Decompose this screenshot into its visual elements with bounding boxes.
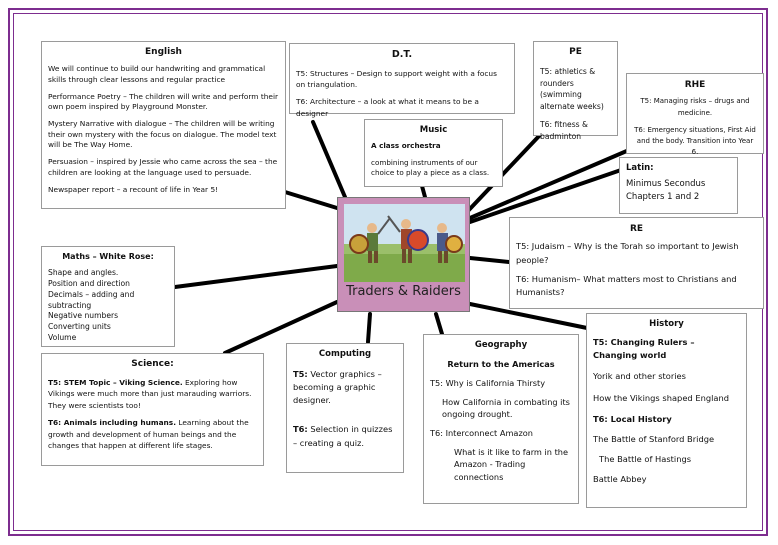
re-t6: T6: Humanism– What matters most to Chris… — [516, 273, 737, 298]
history-t6: T6: Local History — [593, 413, 672, 424]
maths-heading: Maths – White Rose: — [62, 252, 154, 261]
line-geography — [434, 312, 444, 336]
english-item: Persuasion – inspired by Jessie who came… — [48, 157, 278, 177]
re-box: RE T5: Judaism – Why is the Torah so imp… — [509, 217, 764, 309]
computing-t5-text: Vector graphics – becoming a graphic des… — [293, 368, 382, 406]
geography-t5: T5: Why is California Thirsty — [430, 377, 546, 388]
re-t5: T5: Judaism – Why is the Torah so import… — [516, 241, 739, 265]
maths-item: Shape and angles. — [48, 268, 119, 278]
computing-t5-label: T5: — [293, 368, 308, 379]
history-box: History T5: Changing Rulers – Changing w… — [586, 313, 747, 508]
line-rhe — [468, 148, 631, 220]
geography-subheading: Return to the Americas — [447, 359, 555, 370]
history-heading: History — [649, 319, 684, 329]
maths-item: Volume — [48, 333, 77, 343]
geography-t6-detail: What is it like to farm in the Amazon - … — [454, 446, 569, 483]
pe-t5: T5: athletics & rounders (swimming alter… — [540, 66, 604, 112]
outer-frame — [8, 8, 768, 536]
maths-item: Decimals – adding and subtracting — [48, 289, 135, 310]
science-box: Science: T5: STEM Topic – Viking Science… — [41, 353, 264, 466]
history-item: The Battle of Hastings — [599, 454, 692, 465]
history-item: Battle Abbey — [593, 474, 647, 485]
history-t5: T5: Changing Rulers – Changing world — [593, 337, 695, 361]
science-t5-label: T5: STEM Topic – Viking Science. — [48, 377, 183, 387]
latin-text: Minimus Secondus Chapters 1 and 2 — [626, 179, 706, 203]
dt-item: T5: Structures – Design to support weigh… — [296, 69, 497, 90]
history-item: The Battle of Stanford Bridge — [593, 434, 715, 445]
english-item: Performance Poetry – The children will w… — [48, 91, 279, 112]
english-heading: English — [145, 47, 182, 57]
viking-raiders-illustration — [344, 204, 465, 282]
computing-t6: T6: Selection in quizzes – creating a qu… — [293, 423, 397, 450]
latin-box: Latin: Minimus Secondus Chapters 1 and 2 — [619, 157, 738, 214]
pe-t6: T6: fitness & badminton — [540, 120, 588, 141]
english-item: Newspaper report – a recount of life in … — [48, 184, 219, 194]
line-computing — [366, 312, 372, 344]
music-text: combining instruments of our choice to p… — [371, 157, 490, 178]
computing-t6-label: T6: — [293, 424, 308, 435]
science-t5-text: Exploring how Vikings were much more tha… — [48, 377, 252, 410]
computing-t5: T5: Vector graphics – becoming a graphic… — [293, 368, 397, 408]
computing-heading: Computing — [318, 349, 372, 359]
science-heading: Science: — [131, 359, 174, 369]
science-t6-text: Learning about the growth and developmen… — [48, 418, 249, 451]
line-latin — [468, 168, 623, 224]
science-t5: T5: STEM Topic – Viking Science. Explori… — [48, 377, 257, 411]
line-science — [223, 300, 339, 355]
maths-item: Converting units — [48, 322, 111, 332]
line-dt — [311, 120, 347, 199]
pe-box: PE T5: athletics & rounders (swimming al… — [533, 41, 618, 141]
rhe-t6: T6: Emergency situations, First Aid and … — [634, 125, 756, 157]
geography-t5-detail: How California in combating its ongoing … — [442, 396, 570, 420]
english-box: English We will continue to build our ha… — [41, 41, 286, 209]
line-maths — [173, 264, 339, 289]
topic-image: Traders & Raiders — [337, 197, 470, 312]
line-re — [468, 256, 511, 264]
science-t6: T6: Animals including humans. Learning a… — [48, 417, 257, 451]
rhe-heading: RHE — [684, 80, 706, 90]
latin-heading: Latin: — [626, 163, 654, 173]
english-item: We will continue to build our handwritin… — [48, 64, 266, 84]
dt-heading: D.T. — [391, 49, 413, 60]
geography-heading: Geography — [474, 340, 528, 350]
maths-item: Negative numbers — [48, 311, 119, 321]
line-history — [468, 302, 589, 330]
pe-heading: PE — [569, 47, 582, 57]
maths-box: Maths – White Rose: Shape and angles. Po… — [41, 246, 175, 347]
topic-title: Traders & Raiders — [346, 284, 461, 299]
computing-t6-text: Selection in quizzes – creating a quiz. — [293, 424, 393, 448]
dt-box: D.T. T5: Structures – Design to support … — [289, 43, 515, 118]
history-item: How the Vikings shaped England — [593, 392, 730, 403]
maths-item: Position and direction — [48, 279, 130, 289]
music-box: Music A class orchestra combining instru… — [364, 119, 503, 187]
geography-box: Geography Return to the Americas T5: Why… — [423, 334, 579, 504]
re-heading: RE — [629, 224, 644, 234]
dt-item: T6: Architecture – a look at what it mea… — [296, 97, 479, 118]
english-item: Mystery Narrative with dialogue – The ch… — [48, 118, 277, 150]
geography-t6: T6: Interconnect Amazon — [430, 427, 533, 438]
science-t6-label: T6: Animals including humans. — [48, 418, 177, 428]
history-item: Yorik and other stories — [593, 370, 686, 381]
rhe-t5: T5: Managing risks – drugs and medicine. — [640, 97, 750, 117]
line-pe — [464, 133, 542, 215]
music-subheading: A class orchestra — [371, 140, 441, 150]
line-music — [420, 184, 427, 199]
music-heading: Music — [419, 125, 448, 135]
computing-box: Computing T5: Vector graphics – becoming… — [286, 343, 404, 473]
rhe-box: RHE T5: Managing risks – drugs and medic… — [626, 73, 764, 156]
